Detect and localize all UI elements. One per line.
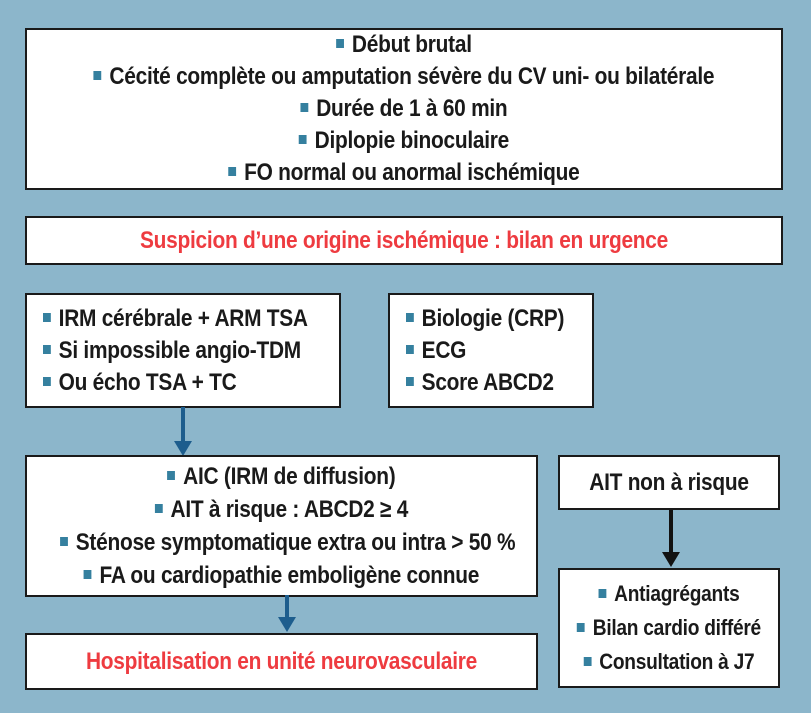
bullet-square-icon xyxy=(406,344,414,354)
list-item-label: AIC (IRM de diffusion) xyxy=(183,463,396,490)
arrow-down-icon xyxy=(174,407,192,456)
list-item-label: Durée de 1 à 60 min xyxy=(316,95,508,122)
list-item-label: Cécité complète ou amputation sévère du … xyxy=(109,63,715,90)
list-item: FA ou cardiopathie emboligène connue xyxy=(60,559,503,592)
list-item: Sténose symptomatique extra ou intra > 5… xyxy=(60,526,516,559)
list-item: Score ABCD2 xyxy=(406,367,568,399)
bullet-square-icon xyxy=(577,622,585,632)
bullet-square-icon xyxy=(167,471,176,481)
list-item-label: Diplopie binoculaire xyxy=(314,127,510,154)
hospital-title-box: Hospitalisation en unité neurovasculaire xyxy=(25,633,538,690)
list-item: Début brutal xyxy=(76,29,732,61)
list-item-label: FO normal ou anormal ischémique xyxy=(244,159,580,186)
symptoms-box: Début brutal Cécité complète ou amputati… xyxy=(25,28,783,190)
list-item: Cécité complète ou amputation sévère du … xyxy=(76,61,732,93)
bullet-square-icon xyxy=(336,39,345,49)
list-item-label: Ou écho TSA + TC xyxy=(58,368,237,396)
bullet-square-icon xyxy=(406,376,414,386)
suspicion-title-box: Suspicion d’une origine ischémique : bil… xyxy=(25,216,783,265)
list-item-label: Consultation à J7 xyxy=(599,649,755,674)
list-item: FO normal ou anormal ischémique xyxy=(76,157,732,189)
list-item: Durée de 1 à 60 min xyxy=(76,93,732,125)
list-item-label: Biologie (CRP) xyxy=(421,304,565,332)
list-item: IRM cérébrale + ARM TSA xyxy=(43,303,308,335)
bullet-square-icon xyxy=(300,103,309,113)
bullet-square-icon xyxy=(43,312,51,322)
list-item-label: Antiagrégants xyxy=(614,581,740,606)
followup-box: Antiagrégants Bilan cardio différé Consu… xyxy=(558,568,780,688)
list-item-label: Début brutal xyxy=(351,31,472,58)
list-item: Antiagrégants xyxy=(574,577,764,611)
list-item: Diplopie binoculaire xyxy=(76,125,732,157)
list-item: AIC (IRM de diffusion) xyxy=(60,460,503,493)
list-item-label: Bilan cardio différé xyxy=(592,615,761,640)
bullet-square-icon xyxy=(228,167,237,177)
list-item: Biologie (CRP) xyxy=(406,303,568,335)
bullet-square-icon xyxy=(154,504,163,514)
bullet-square-icon xyxy=(83,570,92,580)
list-item-label: Sténose symptomatique extra ou intra > 5… xyxy=(75,529,516,556)
arrow-down-icon xyxy=(278,595,296,632)
list-item: Ou écho TSA + TC xyxy=(43,367,301,399)
list-item-label: Score ABCD2 xyxy=(421,368,554,396)
bullet-square-icon xyxy=(406,312,414,322)
list-item: Bilan cardio différé xyxy=(574,611,764,645)
hospital-title: Hospitalisation en unité neurovasculaire xyxy=(85,647,478,675)
no-risk-box: AIT non à risque xyxy=(558,455,780,510)
list-item: ECG xyxy=(406,335,568,367)
risk-box: AIC (IRM de diffusion) AIT à risque : AB… xyxy=(25,455,538,597)
list-item-label: FA ou cardiopathie emboligène connue xyxy=(99,562,480,589)
list-item-label: Si impossible angio-TDM xyxy=(58,336,302,364)
list-item: Consultation à J7 xyxy=(574,645,764,679)
list-item-label: AIT à risque : ABCD2 ≥ 4 xyxy=(170,496,409,523)
bullet-square-icon xyxy=(60,537,68,547)
bullet-square-icon xyxy=(43,376,51,386)
arrow-down-icon xyxy=(662,510,680,567)
list-item: AIT à risque : ABCD2 ≥ 4 xyxy=(60,493,503,526)
biology-box: Biologie (CRP) ECG Score ABCD2 xyxy=(388,293,594,408)
suspicion-title: Suspicion d’une origine ischémique : bil… xyxy=(140,226,668,254)
bullet-square-icon xyxy=(598,588,607,598)
imaging-box: IRM cérébrale + ARM TSA Si impossible an… xyxy=(25,293,341,408)
list-item-label: ECG xyxy=(421,336,467,364)
list-item-label: IRM cérébrale + ARM TSA xyxy=(58,304,308,332)
no-risk-label: AIT non à risque xyxy=(589,468,749,496)
bullet-square-icon xyxy=(583,656,592,666)
bullet-square-icon xyxy=(43,344,51,354)
bullet-square-icon xyxy=(299,135,307,145)
bullet-square-icon xyxy=(93,71,102,81)
list-item: Si impossible angio-TDM xyxy=(43,335,301,367)
